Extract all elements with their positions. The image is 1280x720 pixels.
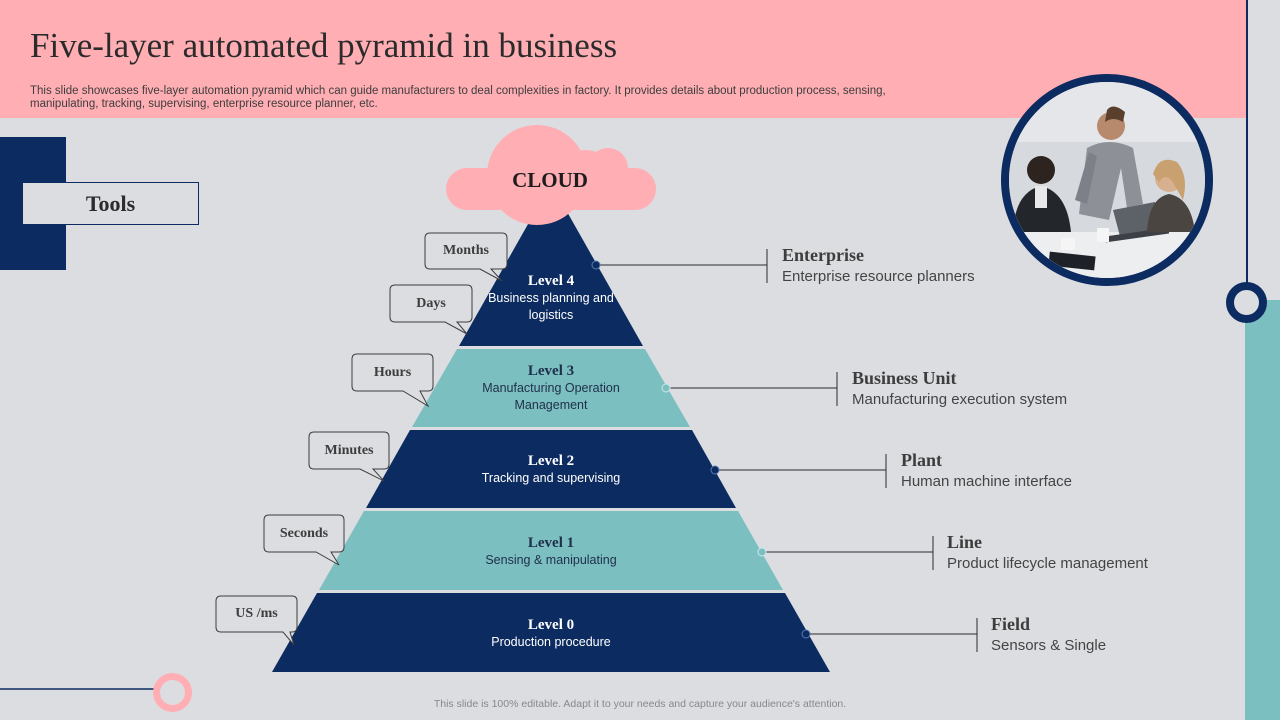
category-line: Line Product lifecycle management (947, 532, 1148, 572)
level-4-title: Level 4 (527, 273, 575, 289)
level-1-label: Level 1 Sensing & manipulating (451, 535, 651, 569)
time-label-days: Days (416, 296, 446, 311)
slide-title: Five-layer automated pyramid in business (30, 26, 618, 65)
accent-ring-right (1226, 282, 1267, 323)
speech-bubble-months (424, 232, 508, 282)
category-line-desc: Product lifecycle management (947, 555, 1148, 572)
pyramid-level-4 (459, 210, 643, 346)
tools-label: Tools (22, 182, 199, 225)
pyramid-level-0 (272, 593, 830, 672)
footer-note: This slide is 100% editable. Adapt it to… (433, 698, 847, 710)
category-enterprise-desc: Enterprise resource planners (782, 268, 975, 285)
speech-bubble-minutes (308, 431, 390, 482)
level-3-desc: Manufacturing Operation Management (482, 381, 620, 412)
category-enterprise-title: Enterprise (782, 245, 864, 265)
category-enterprise: Enterprise Enterprise resource planners (782, 245, 975, 285)
level-0-title: Level 0 (527, 617, 575, 633)
level-2-desc: Tracking and supervising (481, 471, 621, 485)
level-4-desc: Business planning and logistics (488, 291, 614, 322)
level-0-desc: Production procedure (491, 635, 611, 649)
accent-ring-bottom (153, 673, 192, 712)
time-label-hours: Hours (373, 365, 412, 380)
level-2-label: Level 2 Tracking and supervising (451, 453, 651, 487)
cloud-icon (446, 125, 656, 225)
category-business-unit-title: Business Unit (852, 368, 957, 388)
speech-bubble-seconds (263, 514, 345, 566)
teal-accent-strip (1245, 300, 1280, 720)
cloud-label: CLOUD (512, 168, 588, 192)
level-3-label: Level 3 Manufacturing Operation Manageme… (466, 363, 636, 414)
category-business-unit: Business Unit Manufacturing execution sy… (852, 368, 1067, 408)
category-field-desc: Sensors & Single (991, 637, 1107, 654)
time-label-usms: US /ms (235, 606, 278, 621)
speech-bubble-days (389, 284, 473, 335)
category-field: Field Sensors & Single (991, 614, 1106, 654)
vertical-accent-line (1246, 0, 1248, 292)
speech-bubble-hours (351, 353, 434, 408)
pyramid-level-3 (412, 349, 690, 427)
category-plant-desc: Human machine interface (901, 473, 1072, 490)
time-label-seconds: Seconds (279, 526, 329, 541)
slide-subtitle: This slide showcases five-layer automati… (30, 85, 886, 110)
level-4-label: Level 4 Business planning and logistics (480, 273, 622, 324)
level-1-title: Level 1 (527, 535, 575, 551)
level-3-title: Level 3 (527, 363, 575, 379)
pyramid-level-2 (366, 430, 736, 508)
level-0-label: Level 0 Production procedure (451, 617, 651, 651)
category-line-title: Line (947, 532, 983, 552)
category-plant: Plant Human machine interface (901, 450, 1072, 490)
category-plant-title: Plant (901, 450, 943, 470)
category-field-title: Field (991, 614, 1030, 634)
time-label-minutes: Minutes (324, 443, 374, 458)
category-business-unit-desc: Manufacturing execution system (852, 391, 1068, 408)
pyramid-level-1 (319, 511, 783, 590)
speech-bubble-usms (215, 595, 298, 646)
business-team-photo-icon (1001, 74, 1213, 286)
level-2-title: Level 2 (527, 453, 575, 469)
time-label-months: Months (443, 243, 489, 258)
level-1-desc: Sensing & manipulating (485, 553, 617, 567)
